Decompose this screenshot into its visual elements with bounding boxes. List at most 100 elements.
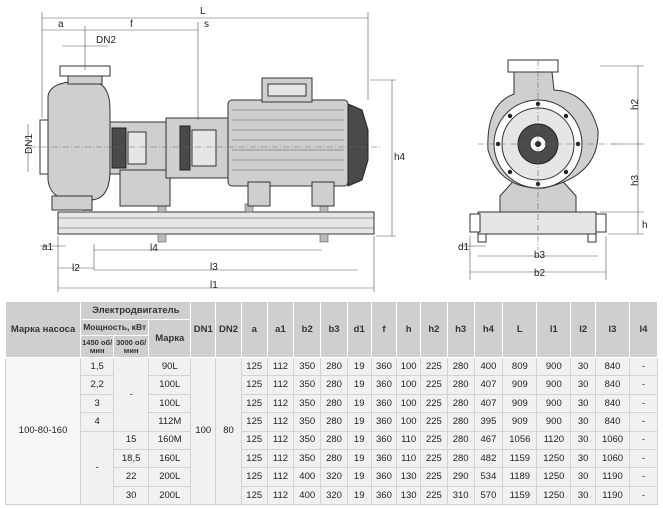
cell-f: 360 (370, 448, 398, 469)
cell-d1: 19 (346, 430, 372, 450)
cell-h2: 225 (419, 356, 448, 377)
cell-l3: 1190 (595, 485, 631, 506)
dim-s: s (204, 19, 209, 30)
cell-d1: 19 (346, 448, 372, 469)
cell-h4: 400 (473, 356, 504, 377)
col-h4: h4 (473, 301, 504, 358)
cell-p1450: 2,2 (80, 375, 115, 395)
cell-l3: 840 (595, 393, 631, 414)
cell-l1: 900 (536, 393, 572, 414)
cell-h: 130 (396, 485, 421, 506)
cell-h2: 225 (419, 430, 448, 450)
cell-a: 125 (240, 375, 268, 395)
cell-l4: - (629, 485, 658, 506)
cell-b3: 320 (320, 467, 348, 487)
dim-a: a (58, 19, 64, 30)
cell-l1: 1250 (536, 467, 572, 487)
cell-h: 100 (396, 356, 421, 377)
cell-h: 110 (396, 448, 421, 469)
cell-a1: 112 (266, 375, 295, 395)
cell-b3: 280 (320, 412, 348, 432)
cell-l1: 900 (536, 412, 572, 432)
cell-h: 100 (396, 412, 421, 432)
cell-b2: 350 (293, 375, 322, 395)
cell-L: 909 (502, 393, 538, 414)
cell-l2: 30 (570, 412, 597, 432)
cell-h3: 280 (446, 412, 475, 432)
dim-l4: l4 (150, 243, 158, 254)
dim-dn1: DN1 (24, 134, 35, 154)
cell-l1: 1250 (536, 448, 572, 469)
cell-motor: 90L (148, 356, 192, 377)
cell-l4: - (629, 430, 658, 450)
cell-a: 125 (240, 412, 268, 432)
cell-motor: 200L (148, 467, 192, 487)
pump-drawing: L a f s DN2 DN1 a1 l4 l2 l3 l1 h4 (24, 6, 648, 292)
cell-b2: 350 (293, 412, 322, 432)
cell-a1: 112 (266, 448, 295, 469)
col-brand: Марка (148, 319, 192, 358)
cell-l4: - (629, 393, 658, 414)
col-rpm3000: 3000 об/мин (113, 335, 150, 358)
cell-l1: 900 (536, 356, 572, 377)
dim-l2: l2 (72, 263, 80, 274)
cell-a: 125 (240, 467, 268, 487)
cell-p1450: 3 (80, 393, 115, 414)
cell-p3000-merged: - (113, 357, 150, 432)
dim-h: h (642, 220, 648, 231)
cell-L: 809 (502, 356, 538, 377)
cell-L: 1189 (502, 467, 538, 487)
cell-model: 100-80-160 (4, 357, 82, 505)
cell-l3: 840 (595, 412, 631, 432)
col-b3: b3 (320, 301, 348, 358)
dim-l1: l1 (210, 280, 218, 291)
dim-h4: h4 (394, 152, 406, 163)
dim-b3: b3 (534, 250, 546, 261)
col-a: a (240, 301, 268, 358)
cell-b3: 280 (320, 393, 348, 414)
cell-d1: 19 (346, 485, 372, 506)
cell-d1: 19 (346, 412, 372, 432)
cell-d1: 19 (346, 356, 372, 377)
cell-a1: 112 (266, 393, 295, 414)
cell-b2: 350 (293, 448, 322, 469)
dim-h2: h2 (630, 98, 641, 110)
cell-f: 360 (370, 375, 398, 395)
cell-a1: 112 (266, 356, 295, 377)
motor-body (227, 99, 349, 187)
cell-L: 909 (502, 412, 538, 432)
col-dn1: DN1 (190, 301, 217, 358)
col-h2: h2 (419, 301, 448, 358)
cell-b3: 280 (320, 375, 348, 395)
cell-h4: 395 (473, 412, 504, 432)
cell-h3: 280 (446, 375, 475, 395)
col-power: Мощность, кВт (80, 319, 150, 336)
front-discharge-flange (507, 59, 559, 73)
cell-l2: 30 (570, 430, 597, 450)
cell-l3: 1190 (595, 467, 631, 487)
motor-fan-cover (347, 103, 369, 187)
cell-f: 360 (370, 430, 398, 450)
dim-dn2: DN2 (96, 35, 116, 46)
cell-l4: - (629, 356, 658, 377)
col-l4: l4 (629, 301, 658, 358)
cell-h: 100 (396, 375, 421, 395)
cell-L: 1159 (502, 485, 538, 506)
col-l3: l3 (595, 301, 631, 358)
cell-h4: 467 (473, 430, 504, 450)
cell-h4: 534 (473, 467, 504, 487)
cell-l3: 840 (595, 356, 631, 377)
cell-h2: 225 (419, 485, 448, 506)
cell-d1: 19 (346, 467, 372, 487)
cell-h: 110 (396, 430, 421, 450)
col-d1: d1 (346, 301, 372, 358)
cell-l1: 1120 (536, 430, 572, 450)
cell-b2: 400 (293, 485, 322, 506)
cell-a1: 112 (266, 467, 295, 487)
cell-h4: 570 (473, 485, 504, 506)
cell-l3: 1060 (595, 430, 631, 450)
